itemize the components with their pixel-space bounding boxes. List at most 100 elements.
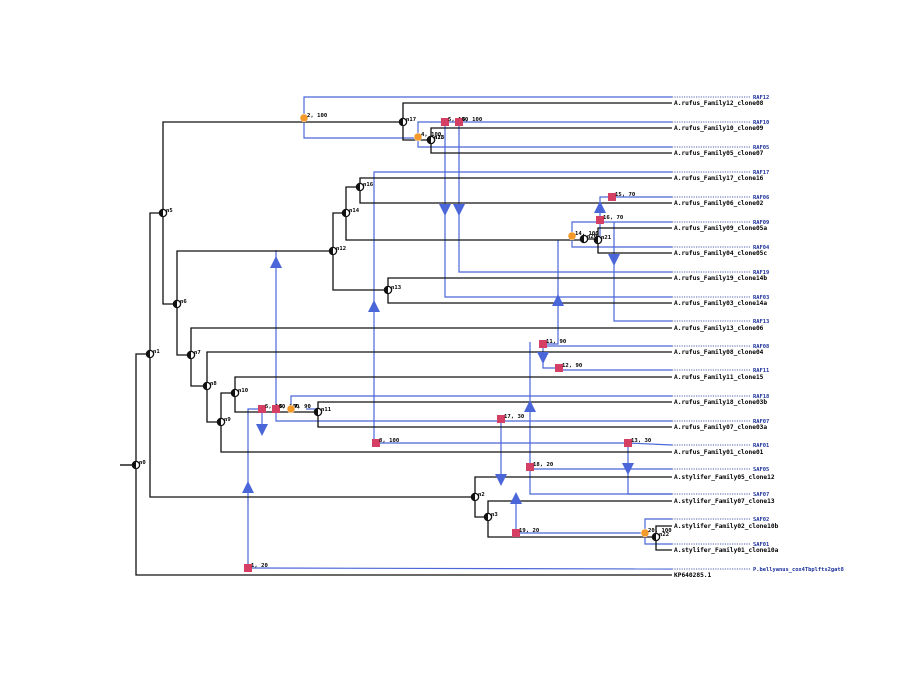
reconciliation-line xyxy=(303,96,672,118)
event-label: 11, 90 xyxy=(546,339,567,345)
event-label: 6, 100 xyxy=(462,117,483,123)
reconciliation-line xyxy=(444,210,672,298)
event-label: 20, 100 xyxy=(648,528,672,534)
transfer-marker-icon xyxy=(512,529,520,537)
transfer-event: 19, 20 xyxy=(512,528,540,537)
leaf-label: A.rufus_Family01_clone01 xyxy=(674,448,764,456)
event-label: 18, 20 xyxy=(533,462,554,468)
internal-node-label: n16 xyxy=(363,182,374,188)
gene-tree-branch xyxy=(387,277,672,290)
internal-node-label: n6 xyxy=(180,299,187,305)
species-tag: RAF07 xyxy=(753,419,769,425)
transfer-arrow-up-icon xyxy=(242,481,254,493)
leaf-label: A.rufus_Family10_clone09 xyxy=(674,124,764,132)
leaf-label: A.rufus_Family09_clone05a xyxy=(674,224,767,232)
internal-node-label: n5 xyxy=(166,208,173,214)
leaf-label: A.stylifer_Family07_clone13 xyxy=(674,497,775,505)
reconciliation-line xyxy=(303,118,418,139)
internal-node-marker-fill xyxy=(356,183,360,191)
internal-node-label: n21 xyxy=(601,235,612,241)
transfer-marker-icon xyxy=(539,340,547,348)
gene-tree-branch xyxy=(234,376,672,393)
internal-node-label: n17 xyxy=(406,117,416,123)
transfer-arrow-up-icon xyxy=(368,300,380,312)
species-tag: RAF10 xyxy=(753,120,769,126)
gene-tree-branch xyxy=(149,354,475,498)
gene-tree-branch xyxy=(332,251,388,291)
transfer-event: 15, 70 xyxy=(608,192,636,201)
species-tag: RAF19 xyxy=(753,270,769,276)
leaf-label: A.stylifer_Family05_clone12 xyxy=(674,473,775,481)
internal-node-marker-fill xyxy=(187,351,191,359)
internal-node: n11 xyxy=(313,407,332,417)
species-tag: SAF05 xyxy=(753,467,769,473)
transfer-arrow-down-icon xyxy=(453,204,465,216)
transfer-arrow-down-icon xyxy=(608,254,620,266)
internal-node-label: n12 xyxy=(336,246,346,252)
reconciliation-line xyxy=(417,138,672,148)
gene-tree-branch xyxy=(345,213,584,241)
internal-node-marker-fill xyxy=(471,493,475,501)
transfer-arrow-up-icon xyxy=(524,400,536,412)
transfer-arrow-down-icon xyxy=(622,463,634,475)
transfer-event: 12, 90 xyxy=(555,363,583,372)
duplication-event: 4, 100 xyxy=(413,132,442,142)
gene-tree-branch xyxy=(402,102,672,122)
internal-node-label: n3 xyxy=(491,512,498,518)
event-label: 4, 100 xyxy=(421,132,442,138)
event-label: 15, 70 xyxy=(615,192,636,198)
internal-node-marker-fill xyxy=(217,418,221,426)
gene-tree-branch xyxy=(190,355,207,387)
species-tag: SAF01 xyxy=(753,542,769,548)
leaf-dotted-connectors xyxy=(672,96,751,570)
transfer-arrow-up-icon xyxy=(552,294,564,306)
internal-node-label: n22 xyxy=(659,532,669,538)
internal-node-label: n7 xyxy=(194,350,201,356)
transfer-arrow-down-icon xyxy=(495,474,507,486)
event-label: 8, 100 xyxy=(379,438,400,444)
reconciliation-line xyxy=(571,221,672,236)
gene-tree-branch xyxy=(387,290,672,304)
internal-node-marker-fill xyxy=(173,300,177,308)
transfer-marker-icon xyxy=(244,564,252,572)
transfer-event: 13, 30 xyxy=(624,438,652,447)
internal-node-label: n14 xyxy=(349,208,360,214)
duplication-marker-icon xyxy=(567,231,577,241)
gene-tree-branch xyxy=(317,401,672,412)
reconciliation-line xyxy=(275,409,672,422)
gene-tree-branch xyxy=(206,351,672,386)
internal-node-marker-fill xyxy=(399,118,403,126)
transfer-marker-icon xyxy=(624,439,632,447)
internal-node-marker-fill xyxy=(652,533,656,541)
internal-node-marker-fill xyxy=(427,136,431,144)
species-tag: RAF09 xyxy=(753,220,769,226)
leaf-label: A.rufus_Family18_clone03b xyxy=(674,398,767,406)
transfer-event: 16, 70 xyxy=(596,215,624,224)
reconciliation-line xyxy=(247,408,262,488)
leaf-label: A.rufus_Family08_clone04 xyxy=(674,348,764,356)
gene-tree-branch xyxy=(597,239,672,254)
transfer-marker-icon xyxy=(526,463,534,471)
species-tag: RAF06 xyxy=(753,195,769,201)
internal-node: n23 xyxy=(426,135,444,145)
gene-tree-branch xyxy=(135,465,672,576)
gene-tree-branch xyxy=(474,497,488,518)
gene-tree-branch xyxy=(317,412,672,428)
reconciliation-line xyxy=(529,342,672,470)
internal-node-label: n0 xyxy=(139,460,146,466)
duplication-marker-icon xyxy=(413,132,423,142)
species-tag: RAF05 xyxy=(753,145,769,151)
leaf-label: A.rufus_Family17_clone16 xyxy=(674,174,764,182)
leaf-label: A.rufus_Family06_clone02 xyxy=(674,199,764,207)
event-label: 17, 30 xyxy=(504,414,525,420)
transfer-arrow-up-icon xyxy=(510,492,522,504)
internal-node-label: n20 xyxy=(587,234,598,240)
gene-tree-branch xyxy=(487,517,656,538)
leaf-label: A.rufus_Family19_clone14b xyxy=(674,274,767,282)
internal-node-label: n11 xyxy=(321,407,332,413)
leaf-label: A.rufus_Family07_clone03a xyxy=(674,423,767,431)
transfer-marker-icon xyxy=(596,216,604,224)
gene-tree-branch xyxy=(206,386,221,423)
event-label: 2, 100 xyxy=(307,113,328,119)
